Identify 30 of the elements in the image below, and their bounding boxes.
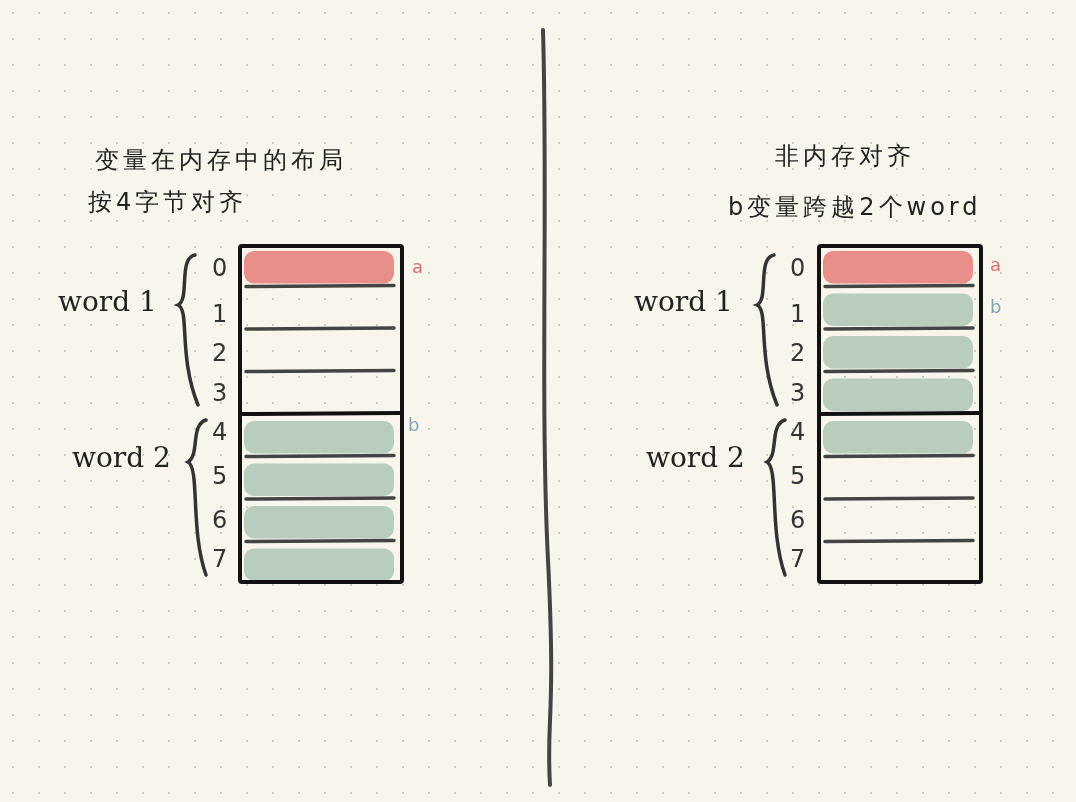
variable-label: a [990, 256, 1002, 274]
byte-index: 6 [212, 508, 228, 532]
variable-label: a [412, 258, 424, 276]
variable-label: b [408, 416, 420, 434]
byte-index: 3 [790, 381, 806, 405]
byte-index: 1 [212, 302, 228, 326]
byte-index: 7 [212, 547, 228, 571]
byte-index: 0 [790, 256, 806, 280]
word-label: word 1 [58, 288, 157, 316]
byte-index: 6 [790, 508, 806, 532]
byte-index: 4 [212, 420, 228, 444]
heading: 按4字节对齐 [88, 190, 248, 214]
word-label: word 1 [634, 288, 733, 316]
byte-index: 2 [212, 341, 228, 365]
byte-index: 0 [212, 256, 228, 280]
byte-index: 2 [790, 341, 806, 365]
byte-index: 3 [212, 381, 228, 405]
byte-index: 5 [212, 464, 228, 488]
heading: 非内存对齐 [775, 144, 915, 168]
memory-block [238, 244, 404, 584]
memory-block [817, 244, 983, 584]
word-label: word 2 [646, 444, 745, 472]
word-label: word 2 [72, 444, 171, 472]
byte-index: 7 [790, 547, 806, 571]
heading: 变量在内存中的布局 [95, 148, 347, 172]
variable-label: b [990, 298, 1002, 316]
heading: b变量跨越2个word [728, 195, 982, 219]
byte-index: 1 [790, 302, 806, 326]
byte-index: 4 [790, 420, 806, 444]
byte-index: 5 [790, 464, 806, 488]
